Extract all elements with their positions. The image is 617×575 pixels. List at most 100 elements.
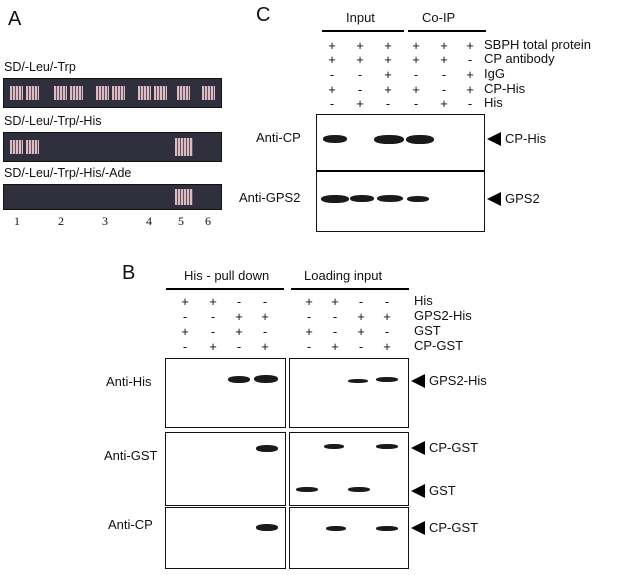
sign: + bbox=[412, 52, 420, 67]
colony bbox=[175, 138, 193, 156]
colony bbox=[112, 86, 125, 100]
sign: - bbox=[306, 309, 312, 324]
sign: - bbox=[182, 339, 188, 354]
sign: + bbox=[384, 67, 392, 82]
group-pulldown-label: His - pull down bbox=[184, 268, 270, 283]
blot-band bbox=[377, 195, 403, 202]
antibody-label: Anti-CP bbox=[108, 517, 153, 532]
sign: - bbox=[357, 82, 363, 97]
target-label: GPS2-His bbox=[429, 373, 487, 388]
medium-label-1: SD/-Leu/-Trp bbox=[4, 60, 76, 74]
sign: - bbox=[358, 294, 364, 309]
blot-band bbox=[374, 135, 404, 144]
yeast-plate-1 bbox=[3, 78, 222, 108]
sign: + bbox=[331, 339, 339, 354]
sign: + bbox=[466, 82, 474, 97]
blot-band bbox=[407, 196, 429, 202]
antibody-label: Anti-His bbox=[106, 374, 152, 389]
sign: + bbox=[357, 309, 365, 324]
band-arrow-icon bbox=[411, 441, 425, 455]
blot-band bbox=[254, 375, 278, 383]
panel-c-letter: C bbox=[256, 4, 271, 26]
sign: - bbox=[210, 324, 216, 339]
blot-band bbox=[348, 379, 368, 383]
condition-label: GPS2-His bbox=[414, 308, 472, 323]
colony bbox=[96, 86, 109, 100]
sign: + bbox=[328, 38, 336, 53]
sign: - bbox=[329, 67, 335, 82]
colony bbox=[202, 86, 215, 100]
group-coip-label: Co-IP bbox=[422, 10, 456, 25]
blot-band bbox=[228, 376, 250, 383]
blot-band bbox=[348, 487, 370, 492]
lane-number: 4 bbox=[146, 214, 152, 228]
sign: + bbox=[440, 38, 448, 53]
blot-band bbox=[376, 526, 398, 531]
colony bbox=[26, 140, 39, 154]
group-underline bbox=[291, 288, 409, 290]
yeast-plate-2 bbox=[3, 132, 222, 162]
sign: - bbox=[413, 67, 419, 82]
group-underline bbox=[408, 30, 486, 32]
colony bbox=[138, 86, 151, 100]
sign: + bbox=[357, 324, 365, 339]
blot-band bbox=[323, 135, 347, 143]
lane-number: 3 bbox=[102, 214, 108, 228]
sign: - bbox=[441, 82, 447, 97]
sign: - bbox=[306, 339, 312, 354]
condition-label: GST bbox=[414, 323, 441, 338]
sign: + bbox=[383, 339, 391, 354]
blot-band bbox=[406, 135, 434, 144]
condition-label: His bbox=[414, 293, 433, 308]
blot-band bbox=[376, 377, 398, 382]
sign: - bbox=[332, 324, 338, 339]
blot-band bbox=[324, 444, 344, 449]
sign: + bbox=[261, 309, 269, 324]
sign-grid-b: + + - - + + - - - - + + - - + + + - + - … bbox=[180, 294, 410, 356]
antibody-label: Anti-GST bbox=[104, 448, 158, 463]
sign: - bbox=[210, 309, 216, 324]
colony bbox=[177, 86, 190, 100]
colony bbox=[10, 86, 23, 100]
sign: + bbox=[384, 38, 392, 53]
group-loading-label: Loading input bbox=[304, 268, 383, 283]
sign: + bbox=[440, 52, 448, 67]
sign: + bbox=[440, 96, 448, 111]
condition-label: CP antibody bbox=[484, 51, 555, 66]
target-label: CP-GST bbox=[429, 520, 479, 535]
coip-blot bbox=[316, 114, 485, 232]
condition-label: CP-His bbox=[484, 81, 526, 96]
band-arrow-icon bbox=[411, 521, 425, 535]
target-label: GST bbox=[429, 483, 456, 498]
blot-divider bbox=[317, 170, 484, 172]
sign: - bbox=[357, 67, 363, 82]
sign-grid-c: + + + + + + + + + + + - - - + - - + + - … bbox=[327, 38, 477, 113]
condition-label: His bbox=[484, 95, 503, 110]
pulldown-blot-his bbox=[165, 358, 286, 428]
condition-label: IgG bbox=[484, 66, 505, 81]
sign: + bbox=[356, 96, 364, 111]
sign: + bbox=[305, 294, 313, 309]
sign: - bbox=[332, 309, 338, 324]
sign: + bbox=[328, 52, 336, 67]
blot-band bbox=[321, 195, 349, 203]
sign: + bbox=[356, 38, 364, 53]
sign: - bbox=[384, 324, 390, 339]
band-arrow-icon bbox=[487, 192, 501, 206]
panel-b-letter: B bbox=[122, 262, 136, 284]
sign: - bbox=[441, 67, 447, 82]
blot-band bbox=[256, 524, 278, 531]
sign: - bbox=[413, 96, 419, 111]
colony bbox=[154, 86, 167, 100]
sign: + bbox=[384, 82, 392, 97]
sign: + bbox=[181, 324, 189, 339]
antibody-label: Anti-GPS2 bbox=[239, 190, 301, 205]
blot-band bbox=[350, 195, 374, 202]
input-blot-cp bbox=[289, 507, 409, 569]
sign: - bbox=[236, 294, 242, 309]
blot-band bbox=[326, 526, 346, 531]
sign: + bbox=[384, 52, 392, 67]
sign: + bbox=[209, 294, 217, 309]
sign: - bbox=[358, 339, 364, 354]
sign: + bbox=[331, 294, 339, 309]
